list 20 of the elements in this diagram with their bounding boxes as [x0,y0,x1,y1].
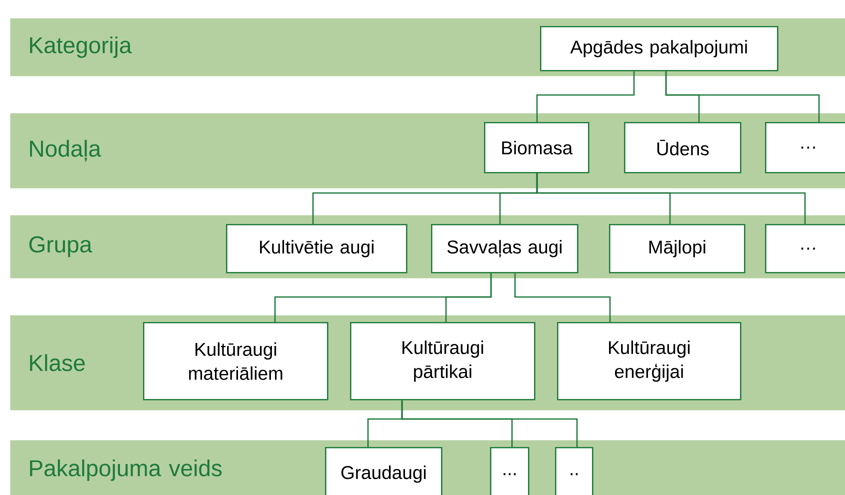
connector-line [665,71,820,122]
category-box: Mājlopi [609,224,746,274]
category-box: Kultūraugi pārtikai [350,322,536,400]
connector-line [445,273,492,322]
category-box: ... [490,447,530,495]
category-box: Kultūraugi enerģijai [557,322,742,400]
category-box: .. [555,447,594,495]
connector-line [536,71,635,122]
category-box: Graudaugi [325,447,442,495]
category-box: Ūdens [624,122,742,174]
category-box: Apgādes pakalpojumi [540,26,778,72]
connector-line [514,273,611,322]
category-box: Kultivētie augi [226,224,408,274]
category-box: … [765,122,845,174]
category-box: Kultūraugi materiāliem [143,322,328,400]
category-box: … [765,224,845,274]
category-box: Savvaļas augi [431,224,578,274]
category-box: Biomasa [484,122,590,174]
connector-line [536,173,806,224]
connector-line [401,400,578,447]
